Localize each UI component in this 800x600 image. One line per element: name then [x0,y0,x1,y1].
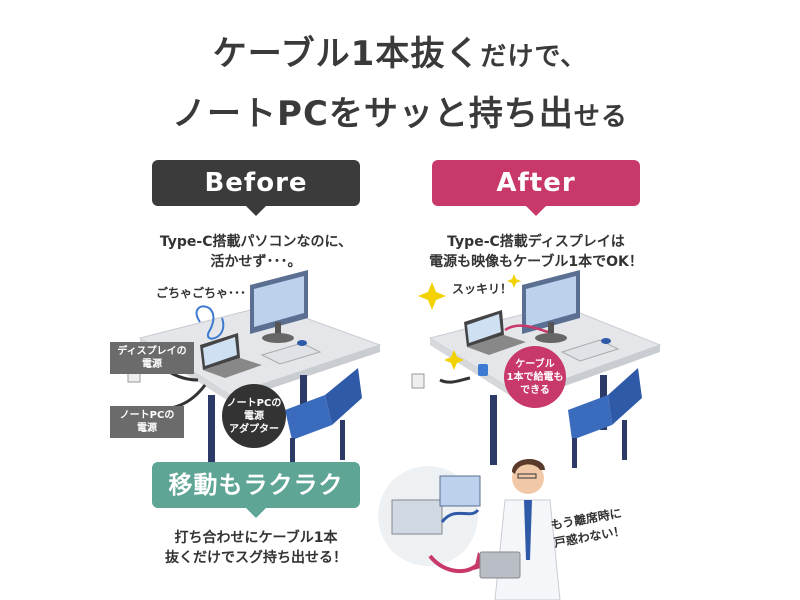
move-caption-line2: 抜くだけでスグ持ち出せる！ [165,550,347,566]
notepc-power-line1: ノートPCの [119,410,175,421]
display-power-line2: 電源 [142,359,162,370]
after-caption-line2: 電源も映像もケーブル1本でOK！ [429,254,643,270]
notepc-power-line2: 電源 [137,423,157,434]
headline-line1: ケーブル1本抜くだけで、 [0,26,800,75]
before-desk-illustration [127,270,382,468]
adapter-line3: アダプター [228,423,279,435]
headline-line2-main: ノートPCをサッと持ち出 [172,94,574,134]
single-cable-bubble: ケーブル 1本で給電も できる [504,346,566,408]
display-power-line1: ディスプレイの [117,346,187,357]
before-caption: Type-C搭載パソコンなのに、 活かせず･･･。 [130,232,382,272]
after-caption: Type-C搭載ディスプレイは 電源も映像もケーブル1本でOK！ [410,232,662,272]
messy-note: ごちゃごちゃ･･･ [156,286,247,300]
before-tag: Before [152,160,360,216]
bubble-line1: ケーブル [515,358,555,370]
clean-note: スッキリ！ [452,282,513,296]
adapter-line1: ノートPCの [226,397,282,409]
after-tag: After [432,160,640,216]
headline-line2: ノートPCをサッと持ち出せる [0,86,800,135]
adapter-bubble: ノートPCの 電源 アダプター [222,384,286,448]
move-scene-illustration [378,458,561,600]
headline-line1-small: だけで、 [480,42,588,72]
adapter-line2: 電源 [243,410,264,422]
before-caption-line2: 活かせず･･･。 [210,254,302,270]
headline-line1-main: ケーブル1本抜く [212,34,481,74]
bubble-line3: できる [520,384,550,396]
move-caption-line1: 打ち合わせにケーブル1本 [174,530,338,546]
move-caption: 打ち合わせにケーブル1本 抜くだけでスグ持ち出せる！ [130,528,382,568]
bubble-line2: 1本で給電も [506,371,564,383]
after-caption-line1: Type-C搭載ディスプレイは [447,234,625,250]
display-power-label: ディスプレイの 電源 [110,342,194,374]
move-tag: 移動もラクラク [152,462,360,518]
headline-line2-small: せる [573,102,628,132]
before-caption-line1: Type-C搭載パソコンなのに、 [159,234,353,250]
notepc-power-label: ノートPCの 電源 [110,406,184,438]
